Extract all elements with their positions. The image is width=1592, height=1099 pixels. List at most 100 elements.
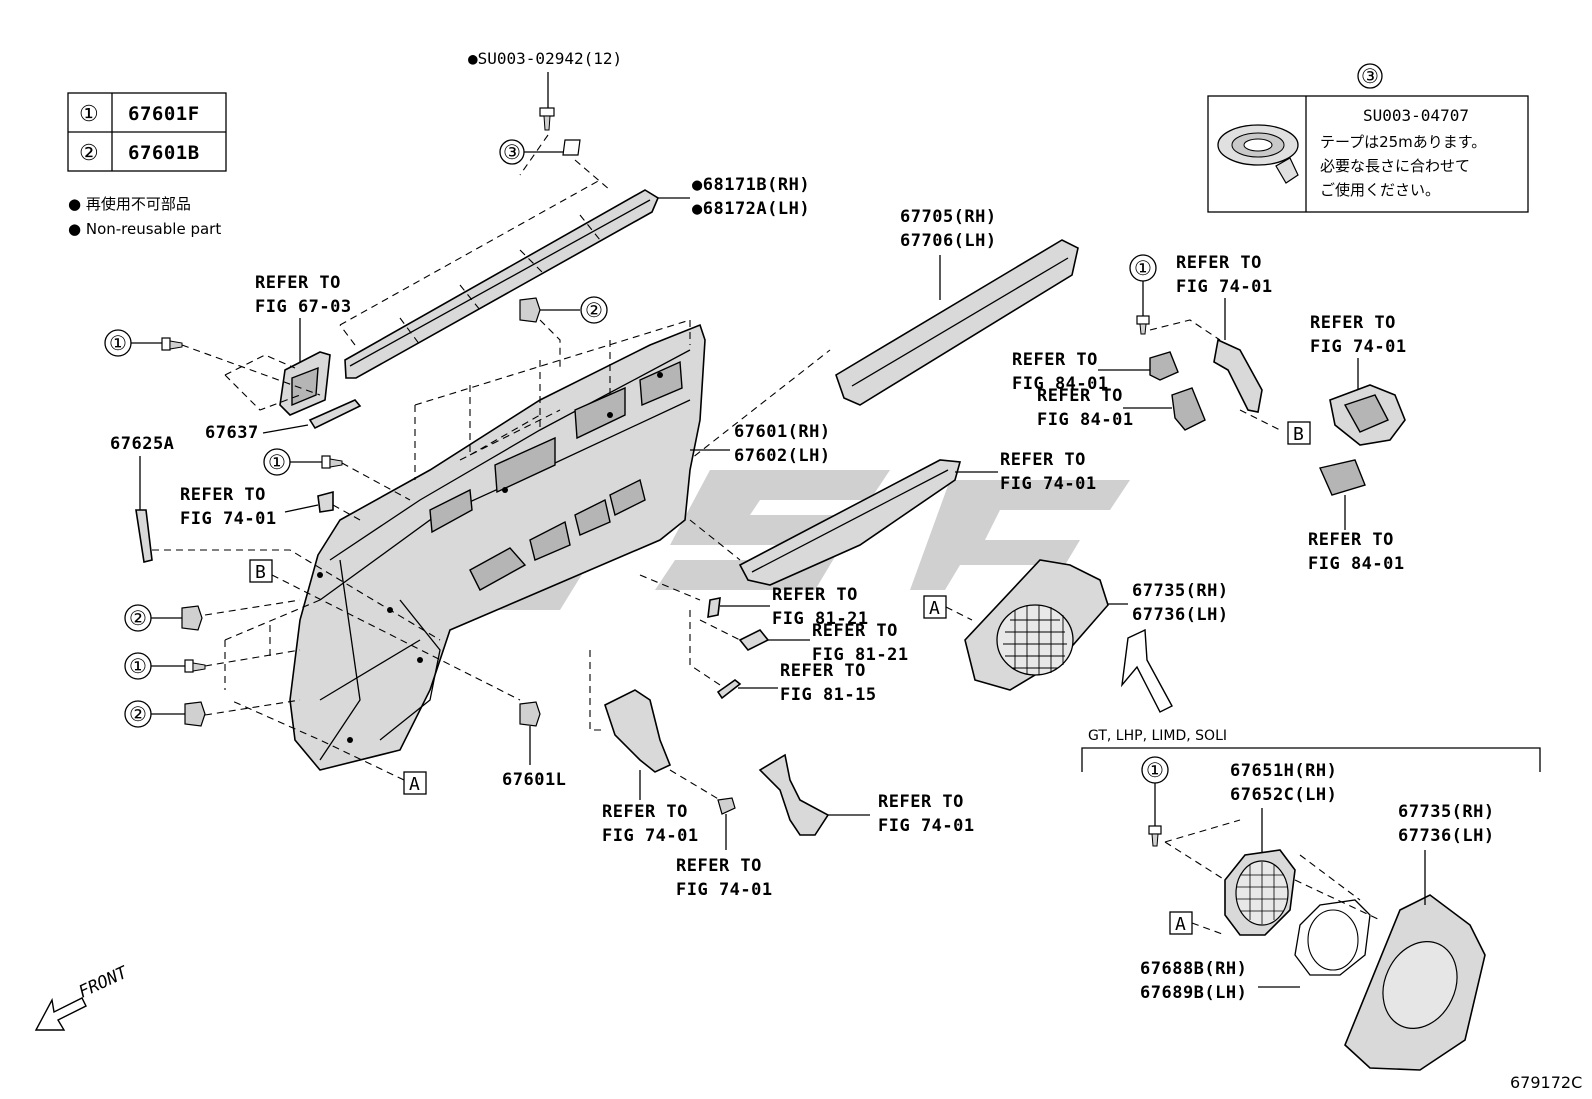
refer-7401-f1: REFER TO <box>1176 253 1262 273</box>
tape-roll-icon <box>1217 124 1299 184</box>
marker-2b: ② <box>129 702 147 726</box>
trim-strip-lh-label: 67706(LH) <box>900 231 997 251</box>
marker-2c: ② <box>585 298 603 322</box>
screw-top-label: ●SU003-02942(12) <box>468 49 622 68</box>
gasket-rh-label: 67688B(RH) <box>1140 959 1247 979</box>
refer-7401-g1: REFER TO <box>1310 313 1396 333</box>
trim-strip-rh-label: 67705(RH) <box>900 207 997 227</box>
screw-icon-1a <box>161 337 183 351</box>
screw-icon-lower <box>717 797 736 815</box>
legend-note-en: ● Non-reusable part <box>68 220 221 238</box>
refer-7401-g2: FIG 74-01 <box>1310 337 1407 357</box>
refer-8401-b1: REFER TO <box>1037 386 1123 406</box>
refer-7401-c1: REFER TO <box>602 802 688 822</box>
ref-b-left: B <box>255 562 266 583</box>
ref-a-mid: A <box>929 598 940 619</box>
legend-marker-1: ① <box>79 102 99 127</box>
refer-7401-b1: REFER TO <box>1000 450 1086 470</box>
panel-rh-label: 67601(RH) <box>734 422 831 442</box>
part-67637-label: 67637 <box>205 423 259 443</box>
grille-mid-lh-label: 67736(LH) <box>1132 605 1229 625</box>
option-section: GT, LHP, LIMD, SOLI ① 67651H(RH) 67652C(… <box>1081 728 1541 1071</box>
refer-7401-c2: FIG 74-01 <box>602 826 699 846</box>
screw-icon-1e <box>1148 825 1162 847</box>
switch-cluster: ① REFER TO FIG 74-01 REFER TO FIG 84-01 … <box>1012 253 1407 574</box>
screw-icon-1d <box>1136 315 1150 335</box>
marker-1d: ① <box>1134 256 1152 280</box>
tape-piece <box>562 139 581 156</box>
clip-67601l-label: 67601L <box>502 770 566 790</box>
refer-6703-1: REFER TO <box>255 273 341 293</box>
refer-8121-a1: REFER TO <box>772 585 858 605</box>
tape-text-2: 必要な長さに合わせて <box>1320 157 1470 175</box>
tape-part-number: SU003-04707 <box>1363 106 1469 125</box>
legend-table: ① 67601F ② 67601B <box>67 92 227 172</box>
refer-8401-b2: FIG 84-01 <box>1037 410 1134 430</box>
ring-lh-label: 67652C(LH) <box>1230 785 1337 805</box>
refer-8401-c1: REFER TO <box>1308 530 1394 550</box>
marker-1b: ① <box>268 450 286 474</box>
front-direction: FRONT <box>34 962 132 1031</box>
grade-note: GT, LHP, LIMD, SOLI <box>1088 728 1227 744</box>
marker-2a: ② <box>129 606 147 630</box>
tape-callout: ③ SU003-04707 テープは25mあります。 必要な長さに合わせて ご使… <box>1207 63 1529 213</box>
marker-3-top: ③ <box>503 140 521 164</box>
screw-icon <box>539 107 555 131</box>
weatherstrip-rh-label: ●68171B(RH) <box>692 175 810 195</box>
ref-a-lower: A <box>409 774 420 795</box>
clip-top: ② <box>519 296 608 370</box>
figure-id: 679172C <box>1510 1073 1582 1092</box>
clip-icon-2b <box>184 701 206 727</box>
armrest-group: REFER TO FIG 74-01 REFER TO FIG 81-21 RE… <box>639 450 1097 705</box>
refer-8121-b1: REFER TO <box>812 621 898 641</box>
refer-8401-a1: REFER TO <box>1012 350 1098 370</box>
refer-8121-a2: FIG 81-21 <box>772 609 869 629</box>
refer-7401-d2: FIG 74-01 <box>676 880 773 900</box>
upper-trim-strip: 67705(RH) 67706(LH) <box>599 207 1079 531</box>
ring-rh-label: 67651H(RH) <box>1230 761 1337 781</box>
refer-8115-1: REFER TO <box>780 661 866 681</box>
legend-part-2: 67601B <box>128 142 200 164</box>
grille-mid-rh-label: 67735(RH) <box>1132 581 1229 601</box>
refer-8121-b2: FIG 81-21 <box>812 645 909 665</box>
left-cluster: REFER TO FIG 67-03 67637 ① ① REFER TO FI… <box>104 273 521 795</box>
ref-b-right: B <box>1293 424 1304 445</box>
marker-1e: ① <box>1146 758 1164 782</box>
front-label: FRONT <box>76 962 132 1002</box>
option-arrow <box>1121 628 1173 713</box>
tape-text-1: テープは25mあります。 <box>1320 133 1486 151</box>
gasket-lh-label: 67689B(LH) <box>1140 983 1247 1003</box>
top-screw-group: ●SU003-02942(12) ③ <box>468 49 622 191</box>
clip-icon-2a <box>181 605 203 631</box>
screw-icon-1c <box>184 659 206 673</box>
belt-weatherstrip: ●68171B(RH) ●68172A(LH) <box>339 175 810 379</box>
refer-7401-e2: FIG 74-01 <box>878 816 975 836</box>
refer-7401-a2: FIG 74-01 <box>180 509 277 529</box>
front-arrow-icon <box>34 997 87 1031</box>
clip-67601l: 67601L <box>502 701 566 790</box>
marker-1c: ① <box>129 654 147 678</box>
refer-7401-a1: REFER TO <box>180 485 266 505</box>
part-67625a-label: 67625A <box>110 434 174 454</box>
clip-icon-top <box>519 297 541 323</box>
refer-8401-c2: FIG 84-01 <box>1308 554 1405 574</box>
legend-part-1: 67601F <box>128 103 200 125</box>
screw-icon-1b <box>321 455 343 469</box>
tape-marker: ③ <box>1361 64 1379 88</box>
grille-opt-rh-label: 67735(RH) <box>1398 802 1495 822</box>
legend-marker-2: ② <box>79 141 99 166</box>
tape-text-3: ご使用ください。 <box>1320 181 1440 199</box>
refer-7401-f2: FIG 74-01 <box>1176 277 1273 297</box>
refer-7401-e1: REFER TO <box>878 792 964 812</box>
refer-8401-a2: FIG 84-01 <box>1012 374 1109 394</box>
refer-7401-b2: FIG 74-01 <box>1000 474 1097 494</box>
clip-icon-67601l <box>519 701 541 727</box>
refer-8115-2: FIG 81-15 <box>780 685 877 705</box>
marker-1a: ① <box>109 331 127 355</box>
panel-lh-label: 67602(LH) <box>734 446 831 466</box>
lower-bracket: REFER TO FIG 74-01 REFER TO FIG 74-01 RE… <box>589 650 975 900</box>
refer-6703-2: FIG 67-03 <box>255 297 352 317</box>
grille-opt-lh-label: 67736(LH) <box>1398 826 1495 846</box>
refer-7401-d1: REFER TO <box>676 856 762 876</box>
door-panel: 67601(RH) 67602(LH) <box>289 319 831 771</box>
